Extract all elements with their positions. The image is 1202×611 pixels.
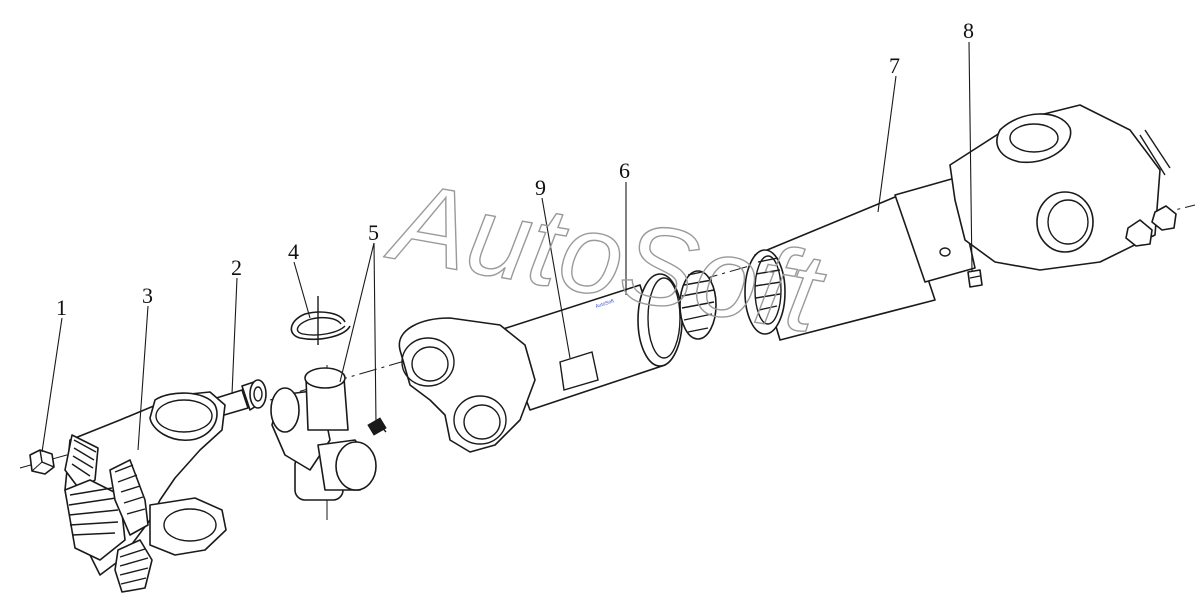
part-label-6: 6 xyxy=(619,158,630,183)
flange-yoke-part-3 xyxy=(64,391,227,593)
nut-part-1 xyxy=(29,449,55,475)
part-label-8: 8 xyxy=(963,18,974,43)
part-label-2: 2 xyxy=(231,255,242,280)
part-label-1: 1 xyxy=(56,295,67,320)
cross-spider-part-5 xyxy=(270,365,387,520)
part-label-9: 9 xyxy=(535,175,546,200)
part-label-4: 4 xyxy=(288,239,299,264)
slip-yoke-part-6 xyxy=(398,270,717,453)
shaft-tube-part-7 xyxy=(744,104,1177,341)
grease-fitting-part-8 xyxy=(967,269,983,288)
snap-ring-part-4 xyxy=(290,296,351,345)
part-label-5: 5 xyxy=(368,220,379,245)
part-label-3: 3 xyxy=(142,283,153,308)
part-label-7: 7 xyxy=(889,53,900,78)
tiny-label: AutoSoft xyxy=(595,298,616,310)
leader-lines xyxy=(41,41,973,453)
